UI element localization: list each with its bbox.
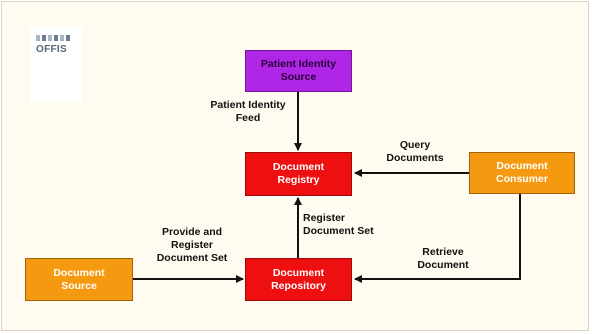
label-query-documents: Query Documents xyxy=(386,139,444,164)
label-register-document-set: Register Document Set xyxy=(303,212,374,237)
patient-identity-source-box: Patient Identity Source xyxy=(245,50,352,92)
offis-logo: OFFIS xyxy=(30,27,82,102)
label-provide-and-register: Provide and Register Document Set xyxy=(156,226,228,264)
arrow-retrieve-document xyxy=(354,194,521,283)
document-repository-box: Document Repository xyxy=(245,258,352,301)
document-registry-box: Document Registry xyxy=(245,152,352,196)
document-consumer-box: Document Consumer xyxy=(469,152,575,194)
logo-text: OFFIS xyxy=(36,44,67,55)
document-source-box: Document Source xyxy=(25,258,133,301)
label-patient-identity-feed: Patient Identity Feed xyxy=(210,99,286,124)
logo-bars-icon xyxy=(36,35,70,41)
label-retrieve-document: Retrieve Document xyxy=(417,246,469,271)
